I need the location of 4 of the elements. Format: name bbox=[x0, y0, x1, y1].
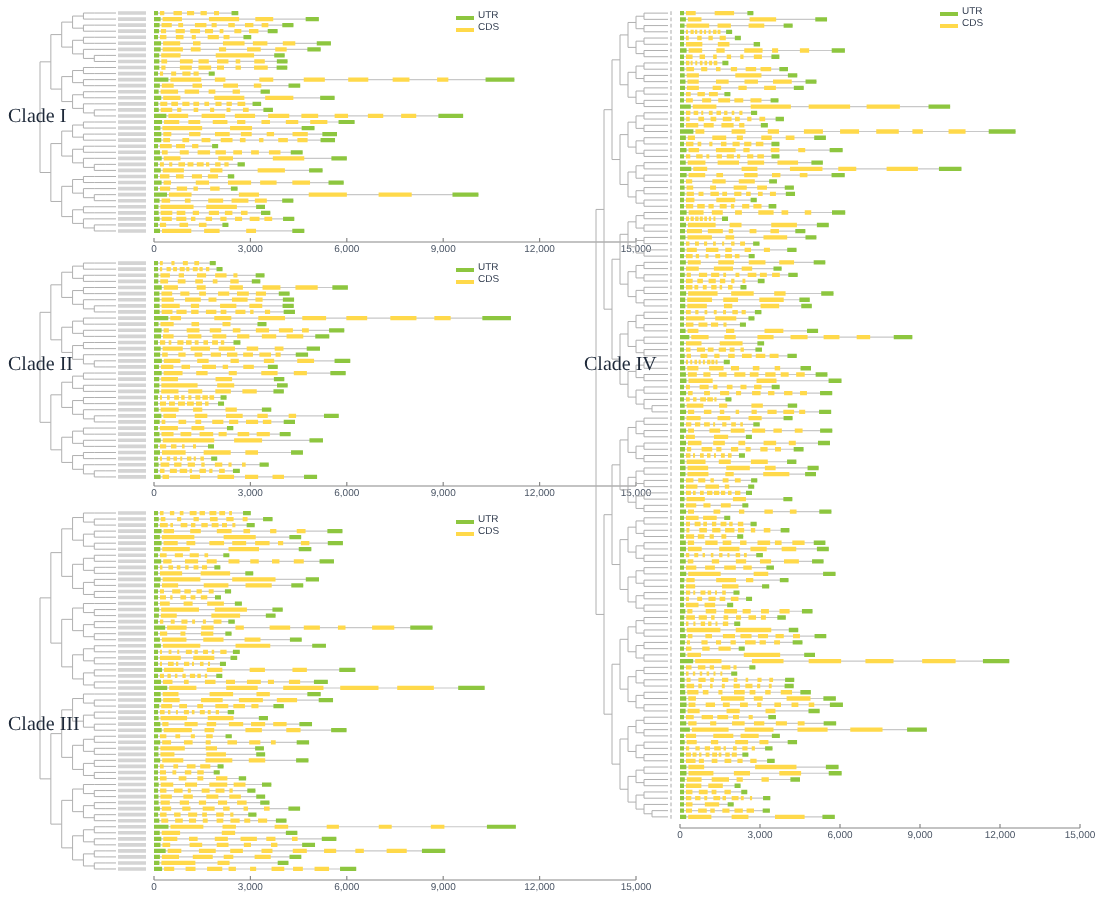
clade-label: Clade III bbox=[8, 716, 80, 736]
clade-label: Clade I bbox=[8, 108, 67, 128]
clade-label: Clade II bbox=[8, 356, 73, 376]
clade-label: Clade IV bbox=[584, 356, 657, 376]
